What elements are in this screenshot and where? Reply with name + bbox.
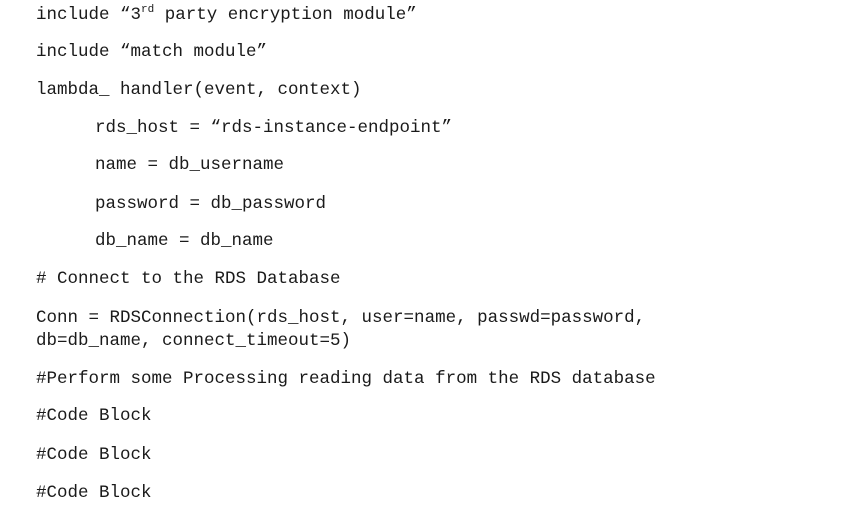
include-encryption-line: include “3rd party encryption module”: [36, 5, 417, 26]
include-encryption-text: include “3: [36, 5, 142, 25]
code-block-comment-1: #Code Block: [36, 406, 152, 426]
code-block-comment-3: #Code Block: [36, 483, 152, 503]
connect-comment-line: # Connect to the RDS Database: [36, 269, 341, 289]
handler-signature-line: lambda_ handler(event, context): [36, 80, 362, 100]
ordinal-superscript: rd: [141, 4, 155, 16]
rds-host-line: rds_host = “rds-instance-endpoint”: [95, 118, 453, 138]
name-line: name = db_username: [95, 155, 285, 175]
conn-line-2: db=db_name, connect_timeout=5): [36, 331, 352, 351]
include-match-line: include “match module”: [36, 42, 268, 62]
password-line: password = db_password: [95, 194, 327, 214]
db-name-line: db_name = db_name: [95, 231, 274, 251]
include-encryption-rest: party encryption module”: [154, 5, 417, 25]
processing-comment-line: #Perform some Processing reading data fr…: [36, 369, 656, 389]
conn-line-1: Conn = RDSConnection(rds_host, user=name…: [36, 308, 646, 328]
code-block-comment-2: #Code Block: [36, 445, 152, 465]
